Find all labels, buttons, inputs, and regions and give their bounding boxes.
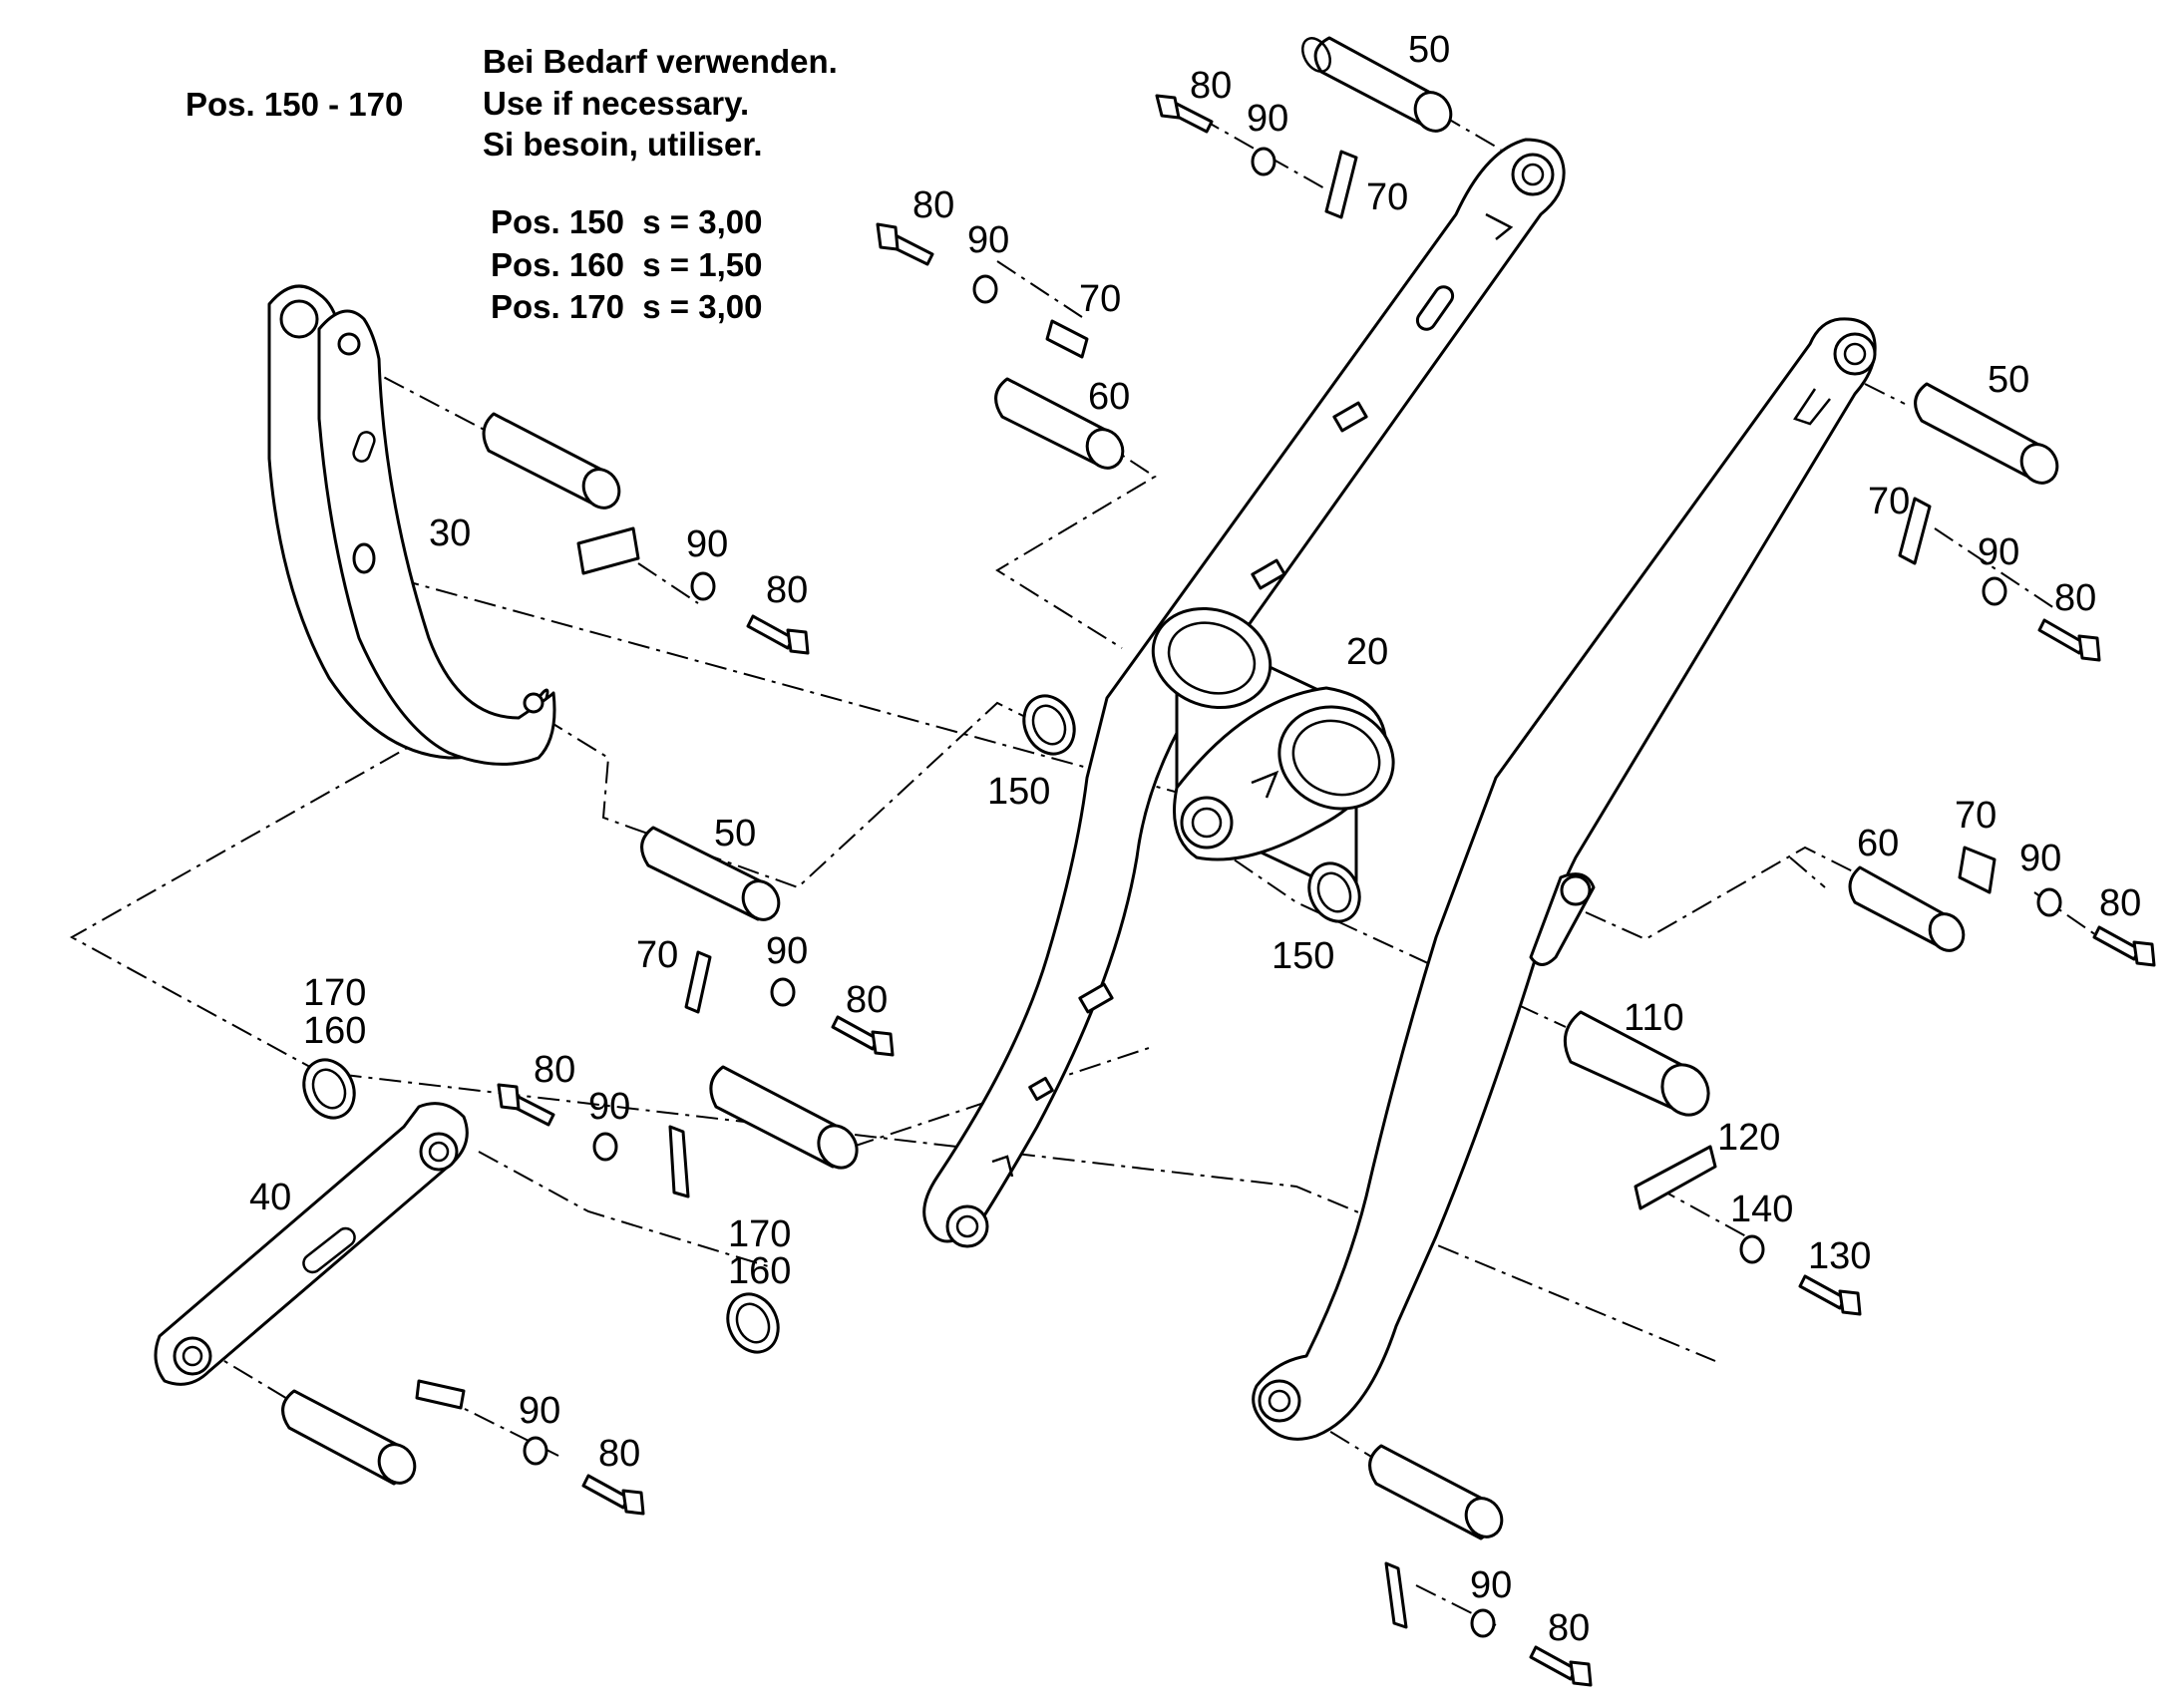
callout-labels: 50 80 90 70 80 90 70 60 30 90 80 50 70 9… bbox=[249, 29, 2141, 1649]
callout: 70 bbox=[1955, 795, 1997, 837]
pin-110 bbox=[1563, 1010, 1710, 1117]
pin-40-lower bbox=[281, 1389, 417, 1486]
washer-right-mid bbox=[2036, 887, 2062, 917]
callout: 70 bbox=[1868, 481, 1910, 522]
plate-40-lower bbox=[415, 1379, 466, 1410]
callout: 90 bbox=[1247, 98, 1288, 140]
bolt-mid-left bbox=[876, 222, 934, 266]
pin-60-right bbox=[1848, 865, 1966, 952]
note-pos150: Pos. 150 s = 3,00 bbox=[491, 203, 762, 240]
callout: 90 bbox=[2019, 838, 2061, 879]
callout: 130 bbox=[1808, 1235, 1871, 1277]
callout: 80 bbox=[1190, 65, 1232, 107]
bolt-40-lower bbox=[581, 1474, 645, 1516]
callout: 50 bbox=[1988, 359, 2029, 401]
callout: 150 bbox=[1272, 935, 1334, 977]
fasteners bbox=[415, 94, 2156, 1687]
pin-center-lower bbox=[709, 1065, 859, 1170]
plate-120 bbox=[1634, 1145, 1717, 1210]
note-pos170: Pos. 170 s = 3,00 bbox=[491, 288, 762, 325]
callout: 70 bbox=[1366, 176, 1408, 218]
callout: 60 bbox=[1857, 823, 1899, 864]
washer-30 bbox=[690, 571, 716, 601]
callout: 80 bbox=[2054, 577, 2096, 619]
note-french: Si besoin, utiliser. bbox=[483, 126, 763, 163]
callout: 120 bbox=[1717, 1117, 1780, 1159]
callout: 80 bbox=[912, 184, 954, 226]
plate-right-upper bbox=[1898, 497, 1932, 565]
note-pos160: Pos. 160 s = 1,50 bbox=[491, 246, 762, 283]
pin-60-mid bbox=[994, 377, 1125, 470]
callout: 90 bbox=[766, 930, 808, 972]
pins bbox=[281, 36, 2059, 1540]
bolt-40-left bbox=[497, 1083, 555, 1127]
link-40 bbox=[154, 1102, 469, 1386]
note-german: Bei Bedarf verwenden. bbox=[483, 43, 838, 80]
plate-bottom bbox=[1384, 1561, 1408, 1629]
callout: 170 bbox=[303, 972, 366, 1014]
callout: 70 bbox=[636, 934, 678, 976]
bolt-130 bbox=[1798, 1274, 1862, 1316]
pin-50-top bbox=[1301, 36, 1453, 133]
pin-50-right bbox=[1914, 382, 2059, 485]
callout: 140 bbox=[1730, 1189, 1793, 1230]
shim-170-160-left bbox=[302, 1058, 356, 1120]
callout: 110 bbox=[1624, 997, 1684, 1039]
washer-bottom bbox=[1470, 1608, 1496, 1638]
callout: 70 bbox=[1079, 278, 1121, 320]
washer-40-lower bbox=[523, 1436, 548, 1466]
callout: 90 bbox=[686, 523, 728, 565]
callout: 90 bbox=[519, 1390, 560, 1432]
callout: 80 bbox=[534, 1049, 575, 1091]
callout: 50 bbox=[714, 813, 756, 854]
callout: 80 bbox=[766, 569, 808, 611]
callout: 80 bbox=[846, 979, 888, 1021]
shim-170-160-right bbox=[726, 1292, 780, 1354]
callout: 80 bbox=[1548, 1607, 1590, 1649]
cross-tube bbox=[1151, 606, 1395, 899]
bolt-bottom bbox=[1529, 1645, 1593, 1687]
bolt-right-upper bbox=[2037, 618, 2101, 662]
callout: 170 bbox=[728, 1213, 791, 1255]
callout: 50 bbox=[1408, 29, 1450, 71]
shims bbox=[302, 694, 1361, 1354]
callout: 90 bbox=[588, 1086, 630, 1128]
callout: 160 bbox=[303, 1010, 366, 1052]
boom-arm-right bbox=[1252, 317, 1877, 1441]
callout: 20 bbox=[1346, 631, 1388, 673]
bolt-30 bbox=[746, 614, 810, 655]
callout: 90 bbox=[1470, 1564, 1512, 1606]
pin-30-upper bbox=[482, 412, 621, 510]
callout: 90 bbox=[1978, 531, 2019, 573]
plate-right-mid bbox=[1958, 846, 1997, 894]
washer-right-upper bbox=[1982, 576, 2007, 606]
bolt-right-mid bbox=[2092, 925, 2156, 967]
washer-top bbox=[1251, 147, 1276, 176]
callout: 150 bbox=[987, 771, 1050, 813]
pin-50-left bbox=[640, 826, 781, 921]
callout: 60 bbox=[1088, 376, 1130, 418]
callout: 80 bbox=[2099, 882, 2141, 924]
washer-140 bbox=[1739, 1234, 1765, 1264]
bracket-30 bbox=[267, 284, 556, 766]
washer-40-left bbox=[592, 1132, 618, 1162]
callout: 160 bbox=[728, 1250, 791, 1292]
plate-left-mid bbox=[684, 950, 712, 1014]
bolt-left-mid bbox=[831, 1015, 895, 1057]
washer-left-mid bbox=[770, 977, 796, 1007]
callout: 30 bbox=[429, 512, 471, 554]
callout: 80 bbox=[598, 1433, 640, 1475]
washer-mid bbox=[972, 274, 998, 304]
pin-bottom-right bbox=[1368, 1444, 1504, 1540]
plate-mid bbox=[1045, 319, 1089, 359]
note-english: Use if necessary. bbox=[483, 85, 749, 122]
callout: 90 bbox=[967, 219, 1009, 261]
plate-30 bbox=[576, 526, 640, 575]
plate-top bbox=[1324, 150, 1358, 219]
bolt-top-left bbox=[1155, 94, 1214, 134]
note-position-range: Pos. 150 - 170 bbox=[185, 86, 403, 123]
callout: 40 bbox=[249, 1177, 291, 1218]
plate-40-left bbox=[668, 1125, 690, 1198]
